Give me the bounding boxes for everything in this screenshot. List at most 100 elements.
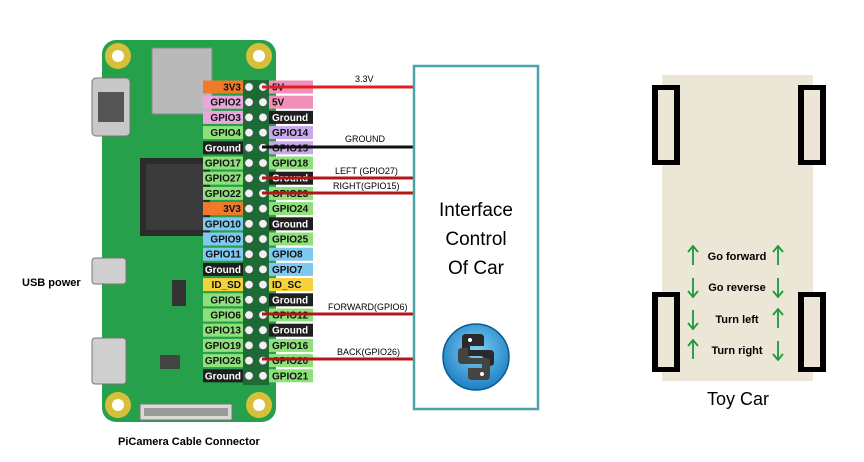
- pin-left-37: GPIO26: [203, 354, 254, 368]
- pin-left-29: GPIO5: [203, 293, 254, 307]
- pin-left-label: GPIO4: [210, 128, 241, 139]
- pin-left-label: GPIO9: [210, 235, 241, 246]
- toy-car-title: Toy Car: [707, 389, 769, 409]
- pin-right-12: GPIO18: [258, 156, 313, 170]
- car-body: [662, 75, 813, 381]
- pin-left-label: GPIO10: [205, 219, 242, 230]
- pin-right-label: GPIO24: [272, 204, 309, 215]
- pin-right-label: Ground: [272, 113, 308, 124]
- pin-right-label: GPIO16: [272, 341, 309, 352]
- pin-right-24: GPIO8: [258, 247, 313, 261]
- mounting-holes: [105, 43, 272, 418]
- interface-line-1: Interface: [439, 200, 513, 221]
- control-turn-right: Turn right: [711, 345, 762, 357]
- control-go-forward: Go forward: [708, 251, 767, 263]
- wire-labels: 3.3V GROUND LEFT (GPIO27) RIGHT(GPIO15) …: [328, 74, 408, 357]
- pin-left-5: GPIO3: [203, 110, 254, 124]
- pin-left-13: GPIO27: [203, 171, 254, 185]
- pin-left-11: GPIO17: [203, 156, 254, 170]
- python-logo-icon: [442, 323, 510, 391]
- arrow-up-icon: [772, 307, 784, 328]
- pin-right-label: GPIO12: [272, 311, 309, 322]
- pin-left-label: GPIO17: [205, 159, 242, 170]
- car-controls: Go forward Go reverse Turn left Turn rig…: [687, 244, 784, 362]
- pin-right-36: GPIO16: [258, 338, 313, 352]
- pin-left-label: ID_SD: [212, 280, 241, 291]
- pin-right-label: GPIO21: [272, 371, 309, 382]
- camera-connector-label: PiCamera Cable Connector: [118, 436, 261, 448]
- pin-right-label: 5V: [272, 98, 285, 109]
- pin-left-label: GPIO22: [205, 189, 242, 200]
- micro-usb-power-port: [91, 257, 127, 285]
- pin-left-label: 3V3: [223, 83, 241, 94]
- pin-right-26: GPIO7: [258, 262, 313, 276]
- control-turn-left: Turn left: [715, 314, 759, 326]
- pin-right-label: GPIO8: [272, 250, 303, 261]
- arrow-up-icon: [687, 244, 699, 265]
- wire-label-3v3: 3.3V: [355, 74, 374, 84]
- pin-left-label: GPIO5: [210, 295, 241, 306]
- wire-label-back: BACK(GPIO26): [337, 347, 400, 357]
- pin-left-35: GPIO19: [203, 338, 254, 352]
- pin-left-label: GPIO19: [205, 341, 242, 352]
- arrow-down-icon: [687, 278, 699, 299]
- pin-left-label: Ground: [205, 371, 241, 382]
- pin-right-4: 5V: [258, 95, 313, 109]
- pin-right-22: GPIO25: [258, 232, 313, 246]
- usb-power-label: USB power: [22, 277, 81, 289]
- pin-right-label: GPIO18: [272, 159, 309, 170]
- pin-left-label: GPIO3: [210, 113, 241, 124]
- pin-left-19: GPIO10: [203, 217, 254, 231]
- pin-left-39: Ground: [203, 369, 254, 383]
- pin-left-1: 3V3: [203, 80, 254, 94]
- interface-line-3: Of Car: [448, 258, 505, 279]
- pin-left-21: GPIO9: [203, 232, 254, 246]
- pin-left-31: GPIO6: [203, 308, 254, 322]
- micro-usb-data-port: [91, 337, 127, 385]
- pin-right-34: Ground: [258, 323, 313, 337]
- pin-left-label: Ground: [205, 143, 241, 154]
- pin-right-20: Ground: [258, 217, 313, 231]
- pin-right-label: Ground: [272, 219, 308, 230]
- pin-right-40: GPIO21: [258, 369, 313, 383]
- pin-left-label: GPIO27: [205, 174, 242, 185]
- pin-left-label: GPIO13: [205, 326, 242, 337]
- control-arrows: [687, 244, 784, 362]
- pin-left-33: GPIO13: [203, 323, 254, 337]
- pin-left-label: GPIO6: [210, 311, 241, 322]
- pin-left-25: Ground: [203, 262, 254, 276]
- pin-left-15: GPIO22: [203, 186, 254, 200]
- pin-right-label: GPIO25: [272, 235, 309, 246]
- wire-label-right: RIGHT(GPIO15): [333, 181, 400, 191]
- pin-right-label: ID_SC: [272, 280, 301, 291]
- pin-left-label: 3V3: [223, 204, 241, 215]
- pin-left-label: Ground: [205, 265, 241, 276]
- arrow-up-icon: [772, 244, 784, 265]
- pin-left-23: GPIO11: [203, 247, 254, 261]
- pin-left-9: Ground: [203, 141, 254, 155]
- pin-right-label: GPIO15: [272, 143, 309, 154]
- interface-line-2: Control: [445, 229, 506, 250]
- pin-right-30: Ground: [258, 293, 313, 307]
- pin-right-label: GPIO20: [272, 356, 309, 367]
- pin-left-7: GPIO4: [203, 126, 254, 140]
- wires: [262, 85, 414, 361]
- pin-right-label: Ground: [272, 295, 308, 306]
- pin-left-17: 3V3: [203, 202, 254, 216]
- pin-left-label: GPIO11: [205, 250, 241, 261]
- pin-right-label: GPIO7: [272, 265, 303, 276]
- raspberry-pi-zero-board: 3V3GPIO2GPIO3GPIO4GroundGPIO17GPIO27GPIO…: [91, 40, 313, 422]
- sd-card-slot: [151, 47, 213, 115]
- arrow-down-icon: [772, 278, 784, 299]
- pin-right-6: Ground: [258, 110, 313, 124]
- pin-left-27: ID_SD: [203, 278, 254, 292]
- wire-label-left: LEFT (GPIO27): [335, 166, 398, 176]
- pin-left-label: GPIO2: [210, 98, 241, 109]
- pin-right-label: Ground: [272, 326, 308, 337]
- wire-label-ground: GROUND: [345, 134, 385, 144]
- pin-right-18: GPIO24: [258, 202, 313, 216]
- pin-left-label: GPIO26: [205, 356, 242, 367]
- arrow-down-icon: [772, 341, 784, 362]
- arrow-up-icon: [687, 338, 699, 359]
